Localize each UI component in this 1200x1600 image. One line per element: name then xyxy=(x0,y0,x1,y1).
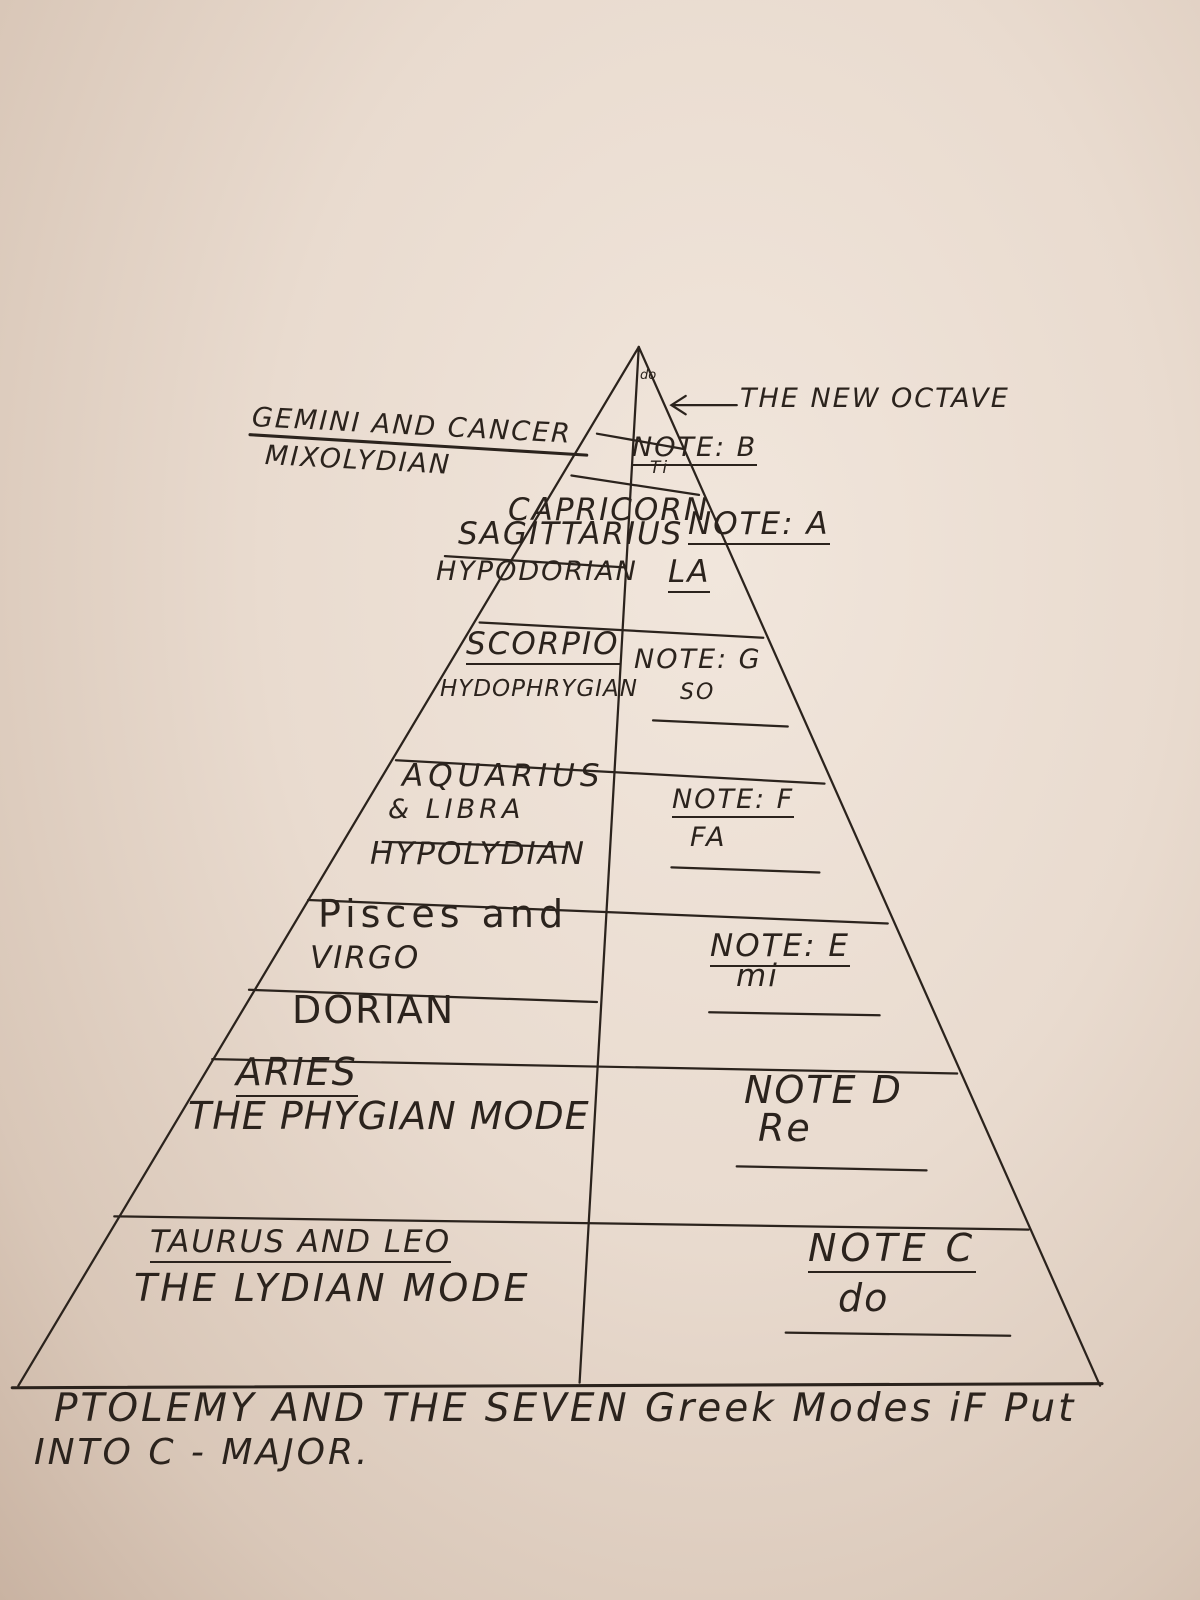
pyramid-base xyxy=(10,1382,1104,1390)
tier-3-note: NOTE: E xyxy=(710,928,850,967)
tier-4-signs-2: & LIBRA xyxy=(388,794,525,825)
tier-6-signs-2: SAGITTARIUS xyxy=(458,516,684,552)
tier-4-syllable: FA xyxy=(690,822,727,853)
tier-1-signs: TAURUS AND LEO xyxy=(150,1224,452,1263)
tier-1-syllable: do xyxy=(838,1276,890,1320)
tier-3-signs-1: Pisces and xyxy=(318,892,569,936)
tier-6-signs-1: CAPRICORN xyxy=(508,492,710,528)
tier-divider xyxy=(478,621,765,639)
tier-6-mode: HYPODORIAN xyxy=(436,556,638,587)
pyramid-right-edge xyxy=(637,345,1102,1387)
tier-2-signs: ARIES xyxy=(236,1050,358,1097)
tier-2-syllable: Re xyxy=(758,1106,812,1150)
tier-3-syllable: mi xyxy=(736,958,779,994)
apex-syllable: do xyxy=(640,368,657,383)
tier-7-syllable: Ti xyxy=(650,458,670,478)
tier-5-mode: HYDOPHRYGIAN xyxy=(440,676,638,702)
tier-2-mode: THE PHYGIAN MODE xyxy=(188,1094,590,1138)
tier-divider xyxy=(113,1215,1030,1231)
underline xyxy=(443,555,626,569)
tier-1-mode: THE LYDIAN MODE xyxy=(134,1266,531,1310)
arrow-icon xyxy=(669,394,687,416)
tier-5-syllable: SO xyxy=(680,680,716,705)
tier-3-signs-2: VIRGO xyxy=(310,940,421,976)
tier-6-note: NOTE: A xyxy=(688,506,830,545)
tier-5-note: NOTE: G xyxy=(634,644,762,675)
underline xyxy=(670,866,821,874)
caption-line-1: PTOLEMY AND THE SEVEN Greek Modes iF Put xyxy=(54,1386,1077,1431)
tier-5-signs: SCORPIO xyxy=(466,626,620,665)
tier-6-syllable: LA xyxy=(668,554,711,593)
tier-divider xyxy=(307,898,889,925)
tier-2-note: NOTE D xyxy=(744,1068,903,1112)
tier-4-note: NOTE: F xyxy=(672,784,795,818)
tier-1-note: NOTE C xyxy=(808,1226,977,1273)
underline xyxy=(735,1165,928,1172)
tier-4-signs-1: AQUARIUS xyxy=(402,758,605,794)
tier-divider xyxy=(394,759,826,785)
tier-4-mode: HYPOLYDIAN xyxy=(370,836,586,872)
underline xyxy=(708,1011,881,1017)
pyramid-left-edge xyxy=(17,345,640,1387)
underline xyxy=(381,840,569,849)
tier-divider xyxy=(570,474,701,497)
tier-3-mode: DORIAN xyxy=(292,988,456,1032)
underline xyxy=(784,1331,1012,1337)
new-octave-label: THE NEW OCTAVE xyxy=(740,383,1010,414)
pyramid-center-line xyxy=(578,345,640,1384)
tier-divider xyxy=(211,1058,959,1075)
sub-divider xyxy=(247,988,599,1004)
underline xyxy=(651,719,789,728)
tier-7-note: NOTE: B xyxy=(632,432,758,466)
caption-line-2: INTO C - MAJOR. xyxy=(34,1432,371,1473)
tier-divider xyxy=(595,432,685,451)
underline xyxy=(248,433,589,457)
